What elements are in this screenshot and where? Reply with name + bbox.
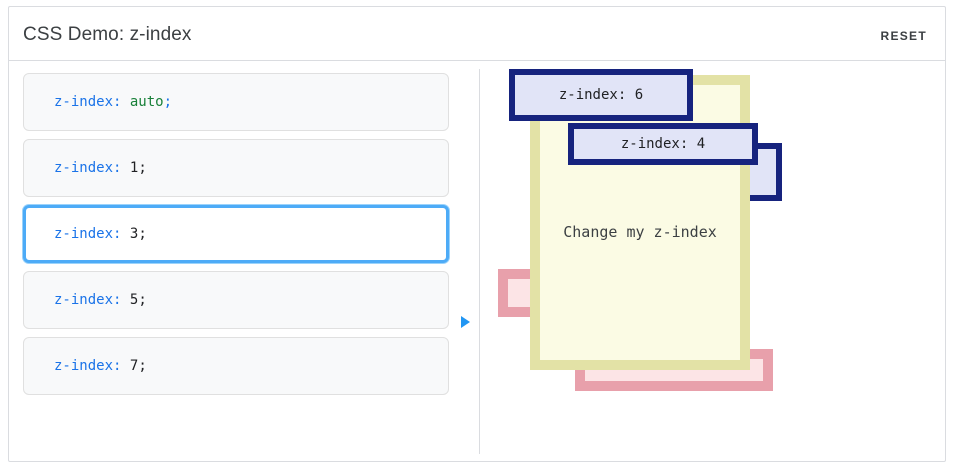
- option-property: z-index:: [54, 292, 122, 308]
- option-list: z-index: auto; z-index: 1; z-index: 3; z…: [9, 65, 471, 403]
- preview-box-z-6: z-index: 6: [509, 69, 693, 121]
- option-terminator: ;: [138, 292, 147, 308]
- option-terminator: ;: [163, 94, 173, 110]
- preview-target-label: Change my z-index: [563, 223, 717, 241]
- option-terminator: ;: [138, 226, 147, 242]
- option-value: auto: [129, 94, 164, 110]
- option-code: z-index: 1;: [24, 160, 147, 176]
- option-code: z-index: auto;: [24, 94, 172, 110]
- demo-header: CSS Demo: z-index RESET: [9, 7, 945, 61]
- option-z-index-1[interactable]: z-index: 1;: [23, 139, 449, 197]
- option-value: 3: [129, 226, 139, 242]
- selection-arrow-icon: [461, 316, 470, 328]
- option-code: z-index: 3;: [26, 226, 147, 242]
- option-property: z-index:: [54, 358, 122, 374]
- option-z-index-7[interactable]: z-index: 7;: [23, 337, 449, 395]
- option-z-index-3[interactable]: z-index: 3;: [23, 205, 449, 263]
- option-z-index-auto[interactable]: z-index: auto;: [23, 73, 449, 131]
- preview-box-z-4: z-index: 4: [568, 123, 758, 165]
- option-value: 7: [129, 358, 139, 374]
- preview-stage: Change my z-index z-index: 4 z-index: 6: [480, 61, 947, 461]
- option-z-index-5[interactable]: z-index: 5;: [23, 271, 449, 329]
- demo-content: z-index: auto; z-index: 1; z-index: 3; z…: [9, 61, 945, 461]
- option-code: z-index: 7;: [24, 358, 147, 374]
- option-property: z-index:: [54, 160, 122, 176]
- css-demo-panel: CSS Demo: z-index RESET z-index: auto; z…: [8, 6, 946, 462]
- option-property: z-index:: [54, 94, 122, 110]
- option-code: z-index: 5;: [24, 292, 147, 308]
- option-terminator: ;: [138, 358, 147, 374]
- option-property: z-index:: [54, 226, 122, 242]
- option-terminator: ;: [138, 160, 147, 176]
- panel-divider: [479, 69, 480, 454]
- reset-button[interactable]: RESET: [874, 25, 933, 47]
- page-title: CSS Demo: z-index: [23, 24, 192, 45]
- option-value: 1: [129, 160, 139, 176]
- option-value: 5: [129, 292, 139, 308]
